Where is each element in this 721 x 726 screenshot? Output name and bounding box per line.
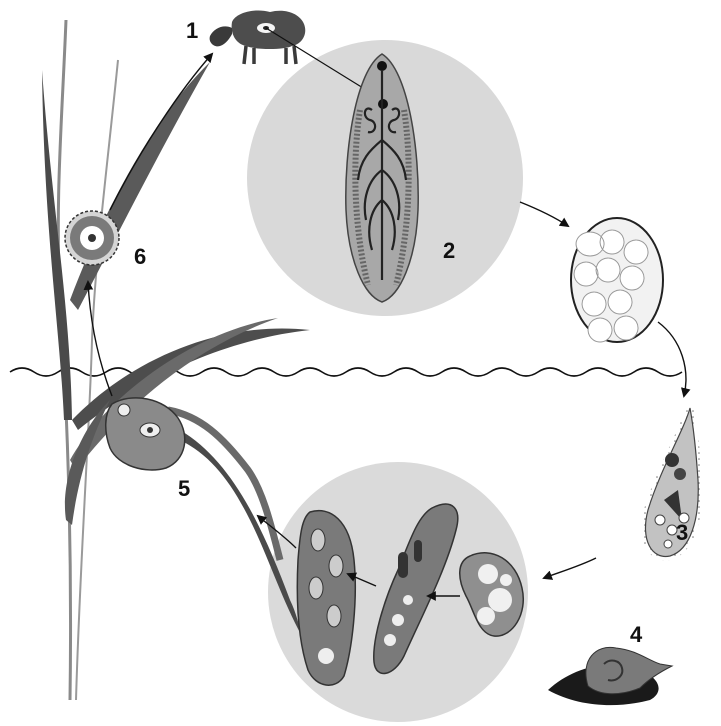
stage-label-6: 6 (134, 244, 146, 269)
stage-label-2: 2 (443, 238, 455, 263)
stage-label-3: 3 (676, 520, 688, 545)
stage-label-1: 1 (186, 18, 198, 43)
metacercaria-cyst-icon (65, 211, 119, 265)
arrow-miracidium-to-sporocyst (544, 558, 596, 578)
egg-icon (571, 218, 663, 342)
water-surface-line (10, 368, 682, 376)
stage-label-5: 5 (178, 476, 190, 501)
snail-icon (548, 647, 672, 705)
stage-label-4: 4 (630, 622, 643, 647)
arrow-adult-to-egg (520, 202, 568, 226)
sheep-icon (210, 10, 306, 64)
miracidium-icon (645, 408, 698, 557)
redia-with-cercariae-icon (297, 511, 355, 686)
cercaria-icon (106, 398, 280, 560)
arrow-egg-to-miracidium (658, 322, 686, 396)
